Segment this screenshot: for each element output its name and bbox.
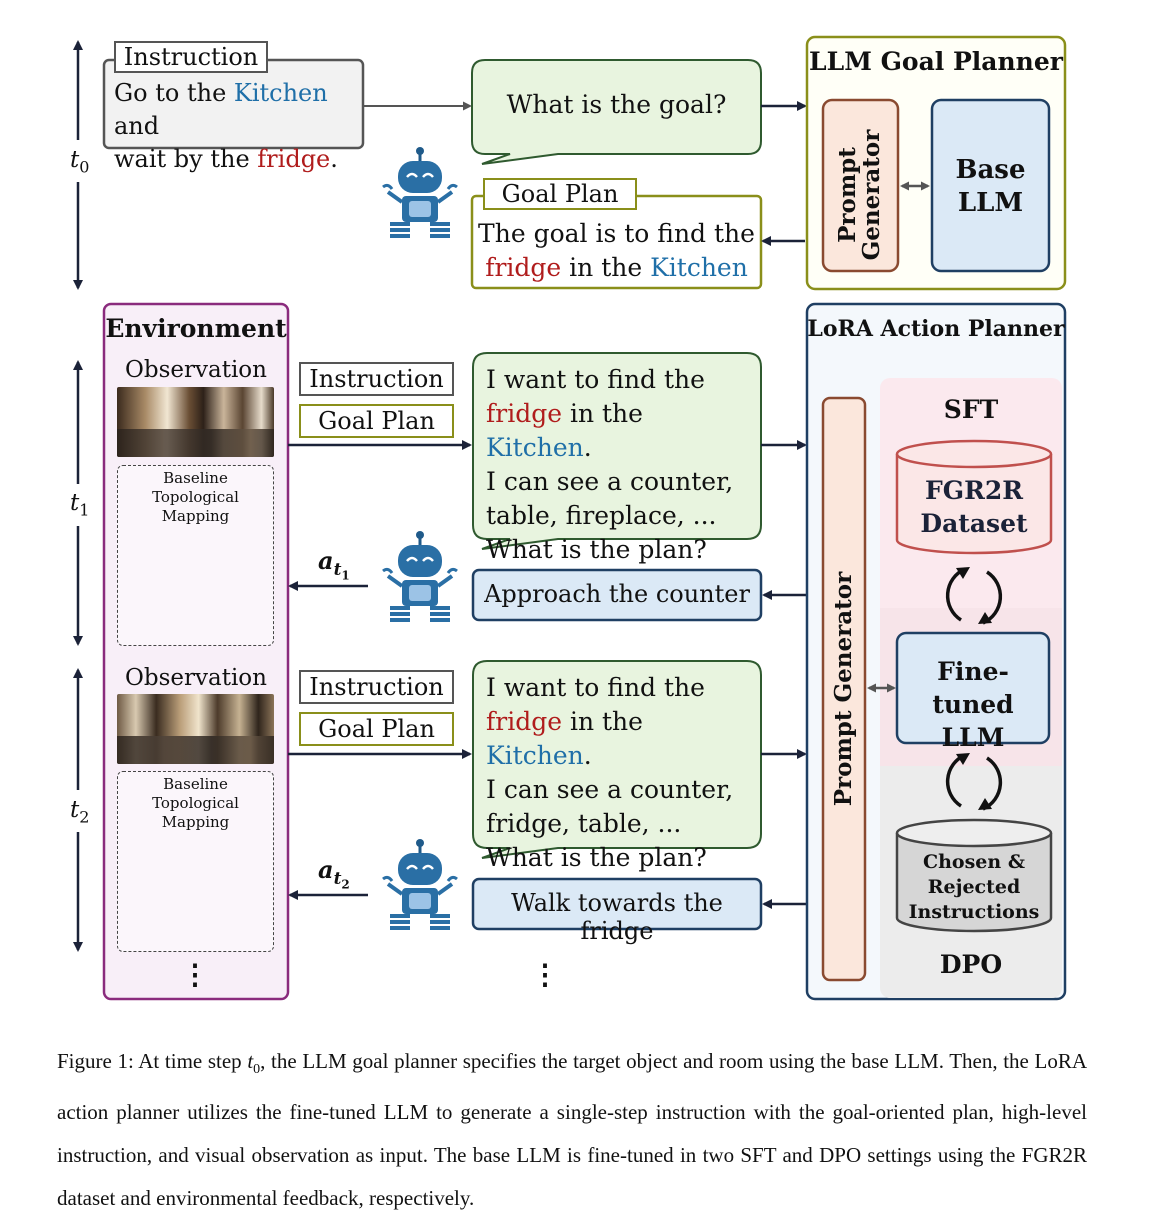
step1-response-box [471, 568, 763, 622]
middle-ellipsis: ⋮ [531, 958, 559, 991]
dpo-cycle-icon [945, 753, 1003, 811]
environment-ellipsis: ⋮ [181, 958, 209, 991]
finetuned-llm-box [895, 631, 1051, 745]
robot-icon [382, 531, 458, 622]
action-prompt-generator-box [821, 396, 867, 982]
top-instruction-tag: Instruction [114, 41, 268, 73]
observation-image-2 [117, 694, 274, 764]
step2-goal-plan-tag: Goal Plan [299, 712, 454, 746]
robot-icon [382, 839, 458, 930]
sft-label: SFT [943, 395, 999, 424]
step2-question-bubble [472, 660, 762, 859]
goal-plan-text: The goal is to find the fridge in the Ki… [478, 219, 755, 282]
time-label-t2: t2 [70, 797, 90, 827]
step2-action-label: at2 [318, 855, 350, 892]
base-llm-box [930, 98, 1051, 273]
step1-action-label: at1 [318, 546, 350, 583]
step1-response-text: Approach the counter [484, 580, 750, 608]
chosen-rejected-cylinder [895, 818, 1053, 933]
time-label-t0: t0 [70, 147, 90, 177]
environment-title: Environment [105, 314, 287, 343]
question-bubble-text: What is the goal? [506, 90, 727, 119]
observation-image-1 [117, 387, 274, 457]
step1-instruction-tag: Instruction [299, 362, 454, 396]
step1-bubble-text: I want to find the fridge in the Kitchen… [486, 365, 734, 564]
observation-label-1: Observation [125, 357, 267, 383]
top-instruction-text: Go to the Kitchen and wait by the fridge… [114, 79, 338, 173]
sft-cycle-icon [945, 567, 1003, 625]
action-prompt-generator-label: Prompt Generator [830, 571, 857, 807]
fgr2r-dataset-cylinder [895, 439, 1053, 555]
goal-plan-tag: Goal Plan [483, 178, 637, 210]
robot-icon [382, 147, 458, 238]
step2-response-text: Walk towards the fridge [511, 889, 723, 945]
step2-bubble-text: I want to find the fridge in the Kitchen… [486, 673, 734, 872]
goal-prompt-generator-box [821, 98, 900, 273]
lora-action-planner-title: LoRA Action Planner [807, 316, 1065, 342]
llm-goal-planner-title: LLM Goal Planner [809, 47, 1063, 76]
dpo-label: DPO [939, 950, 1003, 979]
figure-caption: Figure 1: At time step t0, the LLM goal … [57, 1049, 1088, 1211]
step2-instruction-tag: Instruction [299, 670, 454, 704]
step2-response-box [471, 877, 763, 931]
time-label-t1: t1 [70, 490, 90, 520]
observation-label-2: Observation [125, 665, 267, 691]
step1-question-bubble [472, 352, 762, 550]
question-bubble [471, 59, 762, 165]
goal-prompt-generator-label: Prompt Generator [834, 129, 885, 261]
step1-goal-plan-tag: Goal Plan [299, 404, 454, 438]
